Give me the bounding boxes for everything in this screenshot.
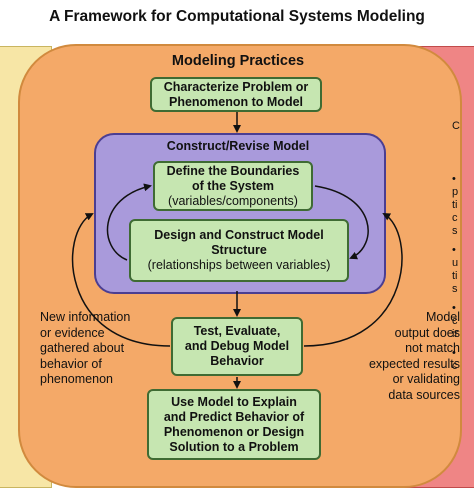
characterize-line-2: Phenomenon to Model	[169, 95, 303, 110]
design-line-3: (relationships between variables)	[148, 258, 331, 273]
right-fragment: c	[452, 360, 474, 373]
test-line-1: Test, Evaluate,	[194, 324, 281, 339]
define-line-2: of the System	[192, 179, 274, 194]
use-line-4: Solution to a Problem	[169, 440, 298, 455]
design-line-1: Design and Construct Model	[154, 228, 323, 243]
define-boundaries-box: Define the Boundaries of the System (var…	[153, 161, 313, 211]
note-right-line: not match	[348, 341, 460, 357]
note-model-output: Model output does not match expected res…	[348, 310, 460, 403]
right-fragment: p	[452, 186, 474, 199]
note-left-line: behavior of	[40, 357, 168, 373]
note-right-line: output does	[348, 326, 460, 342]
right-fragment: •	[452, 173, 474, 186]
test-evaluate-box: Test, Evaluate, and Debug Model Behavior	[171, 317, 303, 376]
right-fragment: s	[452, 283, 474, 296]
right-fragment: •	[452, 244, 474, 257]
right-fragment: ir	[452, 328, 474, 341]
design-structure-box: Design and Construct Model Structure (re…	[129, 219, 349, 282]
right-fragment: ti	[452, 270, 474, 283]
right-fragment: c	[452, 212, 474, 225]
note-left-line: New information	[40, 310, 168, 326]
note-right-line: or validating	[348, 372, 460, 388]
test-line-2: and Debug Model	[185, 339, 289, 354]
use-line-1: Use Model to Explain	[171, 395, 297, 410]
characterize-line-1: Characterize Problem or	[164, 80, 309, 95]
note-left-line: gathered about	[40, 341, 168, 357]
note-right-line: Model	[348, 310, 460, 326]
right-fragment: u	[452, 257, 474, 270]
right-fragment: C	[452, 120, 474, 133]
use-model-box: Use Model to Explain and Predict Behavio…	[147, 389, 321, 460]
note-left-line: or evidence	[40, 326, 168, 342]
right-fragment: s	[452, 225, 474, 238]
note-new-information: New information or evidence gathered abo…	[40, 310, 168, 388]
note-left-line: phenomenon	[40, 372, 168, 388]
right-fragment: •	[452, 347, 474, 360]
right-panel-text-fragments: C • p ti c s • u ti s • c ir • c	[452, 120, 474, 373]
use-line-3: Phenomenon or Design	[164, 425, 304, 440]
note-right-line: data sources	[348, 388, 460, 404]
test-line-3: Behavior	[210, 354, 264, 369]
use-line-2: and Predict Behavior of	[164, 410, 304, 425]
right-fragment: ti	[452, 199, 474, 212]
characterize-box: Characterize Problem or Phenomenon to Mo…	[150, 77, 322, 112]
define-line-1: Define the Boundaries	[167, 164, 300, 179]
define-line-3: (variables/components)	[168, 194, 298, 209]
right-fragment: •	[452, 302, 474, 315]
note-right-line: expected results	[348, 357, 460, 373]
design-line-2: Structure	[211, 243, 267, 258]
right-fragment: c	[452, 315, 474, 328]
